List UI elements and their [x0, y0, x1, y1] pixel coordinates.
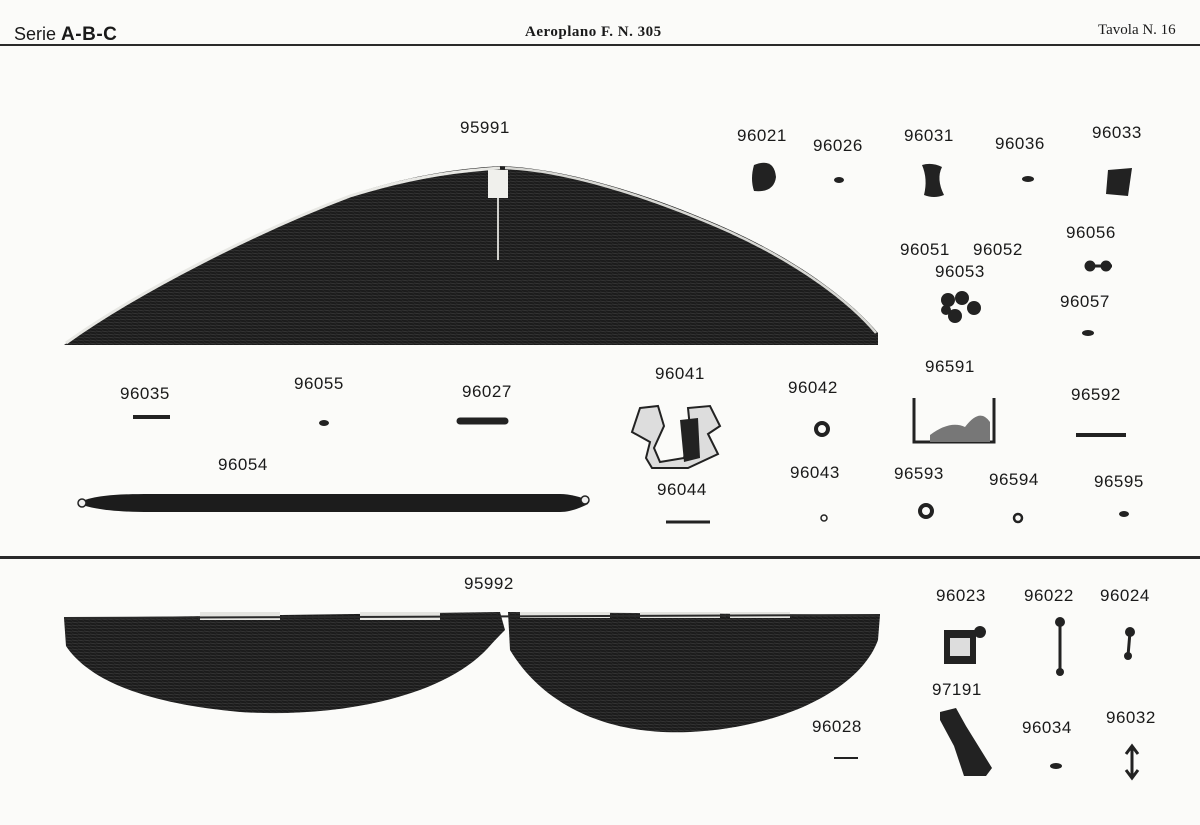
plate-number: Tavola N. 16	[1098, 22, 1176, 38]
series-label: Serie A-B-C	[14, 24, 117, 46]
series-value: A-B-C	[61, 24, 118, 45]
label-96027: 96027	[462, 382, 512, 401]
section-divider	[0, 556, 1200, 559]
label-96032: 96032	[1106, 708, 1156, 727]
label-96591: 96591	[925, 357, 975, 376]
label-96592: 96592	[1071, 385, 1121, 404]
label-96022: 96022	[1024, 586, 1074, 605]
label-96051: 96051	[900, 240, 950, 259]
label-96021: 96021	[737, 126, 787, 145]
label-96055: 96055	[294, 374, 344, 393]
label-96593: 96593	[894, 464, 944, 483]
label-96053: 96053	[935, 262, 985, 281]
label-96031: 96031	[904, 126, 954, 145]
label-96042: 96042	[788, 378, 838, 397]
part-95992-image	[63, 612, 881, 733]
part-95991-image	[64, 166, 878, 345]
label-96034: 96034	[1022, 718, 1072, 737]
label-96026: 96026	[813, 136, 863, 155]
label-97191: 97191	[932, 680, 982, 699]
label-96057: 96057	[1060, 292, 1110, 311]
label-96054: 96054	[218, 455, 268, 474]
label-96043: 96043	[790, 463, 840, 482]
label-95991: 95991	[460, 118, 510, 137]
label-96041: 96041	[655, 364, 705, 383]
label-96044: 96044	[657, 480, 707, 499]
label-96052: 96052	[973, 240, 1023, 259]
small-parts-upper	[133, 162, 1132, 524]
small-parts-lower	[834, 617, 1140, 781]
label-96035: 96035	[120, 384, 170, 403]
part-96054-image	[77, 494, 590, 512]
label-96594: 96594	[989, 470, 1039, 489]
page-title: Aeroplano F. N. 305	[525, 24, 662, 40]
series-prefix: Serie	[14, 24, 57, 44]
label-96595: 96595	[1094, 472, 1144, 491]
header-divider	[0, 44, 1200, 46]
page-header: Serie A-B-C Aeroplano F. N. 305 Tavola N…	[0, 0, 1200, 46]
label-96056: 96056	[1066, 223, 1116, 242]
label-96028: 96028	[812, 717, 862, 736]
label-96023: 96023	[936, 586, 986, 605]
label-96036: 96036	[995, 134, 1045, 153]
label-96024: 96024	[1100, 586, 1150, 605]
label-95992: 95992	[464, 574, 514, 593]
label-96033: 96033	[1092, 123, 1142, 142]
